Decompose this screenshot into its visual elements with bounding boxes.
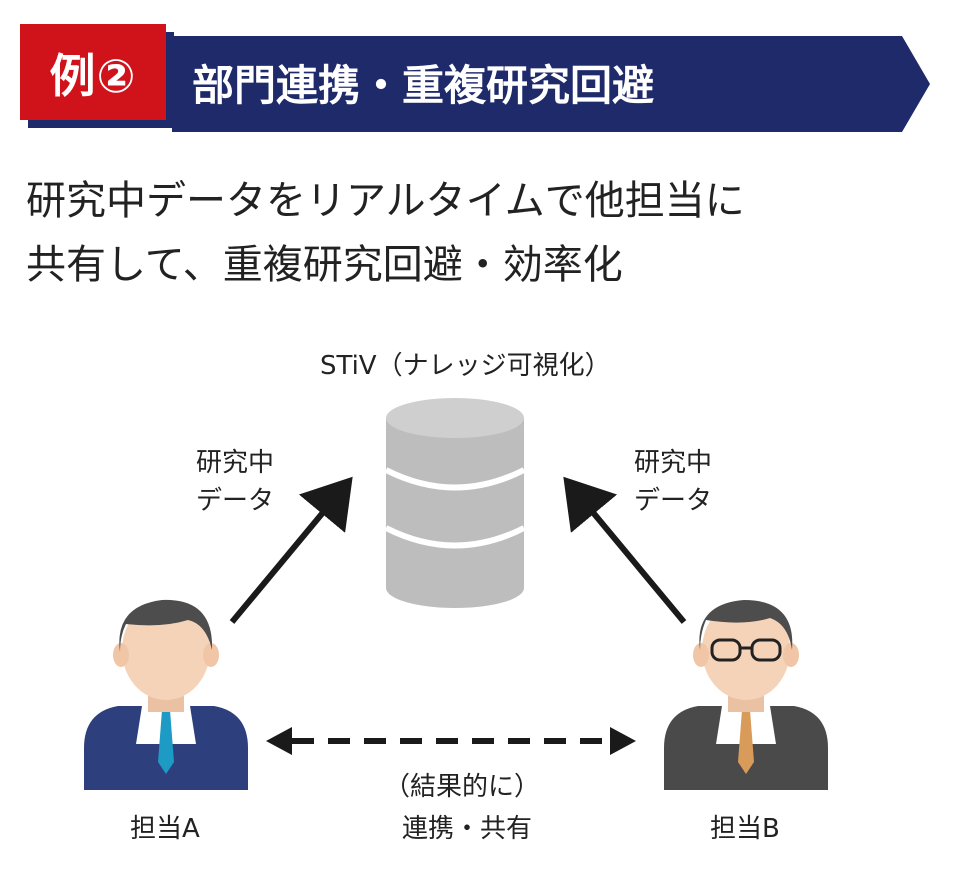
- right-arrow-label-line-2: データ: [634, 486, 713, 516]
- person-with-glasses-icon: [664, 600, 828, 790]
- arrow-a-to-db: [229, 476, 353, 624]
- database-icon: [384, 398, 526, 608]
- arrow-b-to-db: [563, 476, 687, 624]
- bottom-label-line-2: 連携・共有: [402, 814, 533, 844]
- right-arrow-label-line-1: 研究中: [634, 448, 713, 478]
- banner-title: 部門連携・重複研究回避: [192, 60, 655, 110]
- database-label: STiV（ナレッジ可視化）: [320, 351, 611, 381]
- banner-tag-box: [20, 24, 166, 120]
- person-icon: [84, 599, 248, 790]
- glasses-icon: [710, 638, 782, 662]
- banner-tag: 例②: [49, 49, 137, 103]
- person-a-label: 担当A: [130, 814, 200, 844]
- bottom-label-line-1: （結果的に）: [384, 772, 541, 802]
- lead-line-1: 研究中データをリアルタイムで他担当に: [26, 178, 745, 224]
- lead-line-2: 共有して、重複研究回避・効率化: [26, 242, 623, 288]
- person-b-label: 担当B: [710, 814, 780, 844]
- dashed-double-arrow: [266, 727, 636, 755]
- left-arrow-label-line-1: 研究中: [196, 448, 275, 478]
- banner-navy-bar: [172, 36, 930, 132]
- left-arrow-label-line-2: データ: [196, 486, 275, 516]
